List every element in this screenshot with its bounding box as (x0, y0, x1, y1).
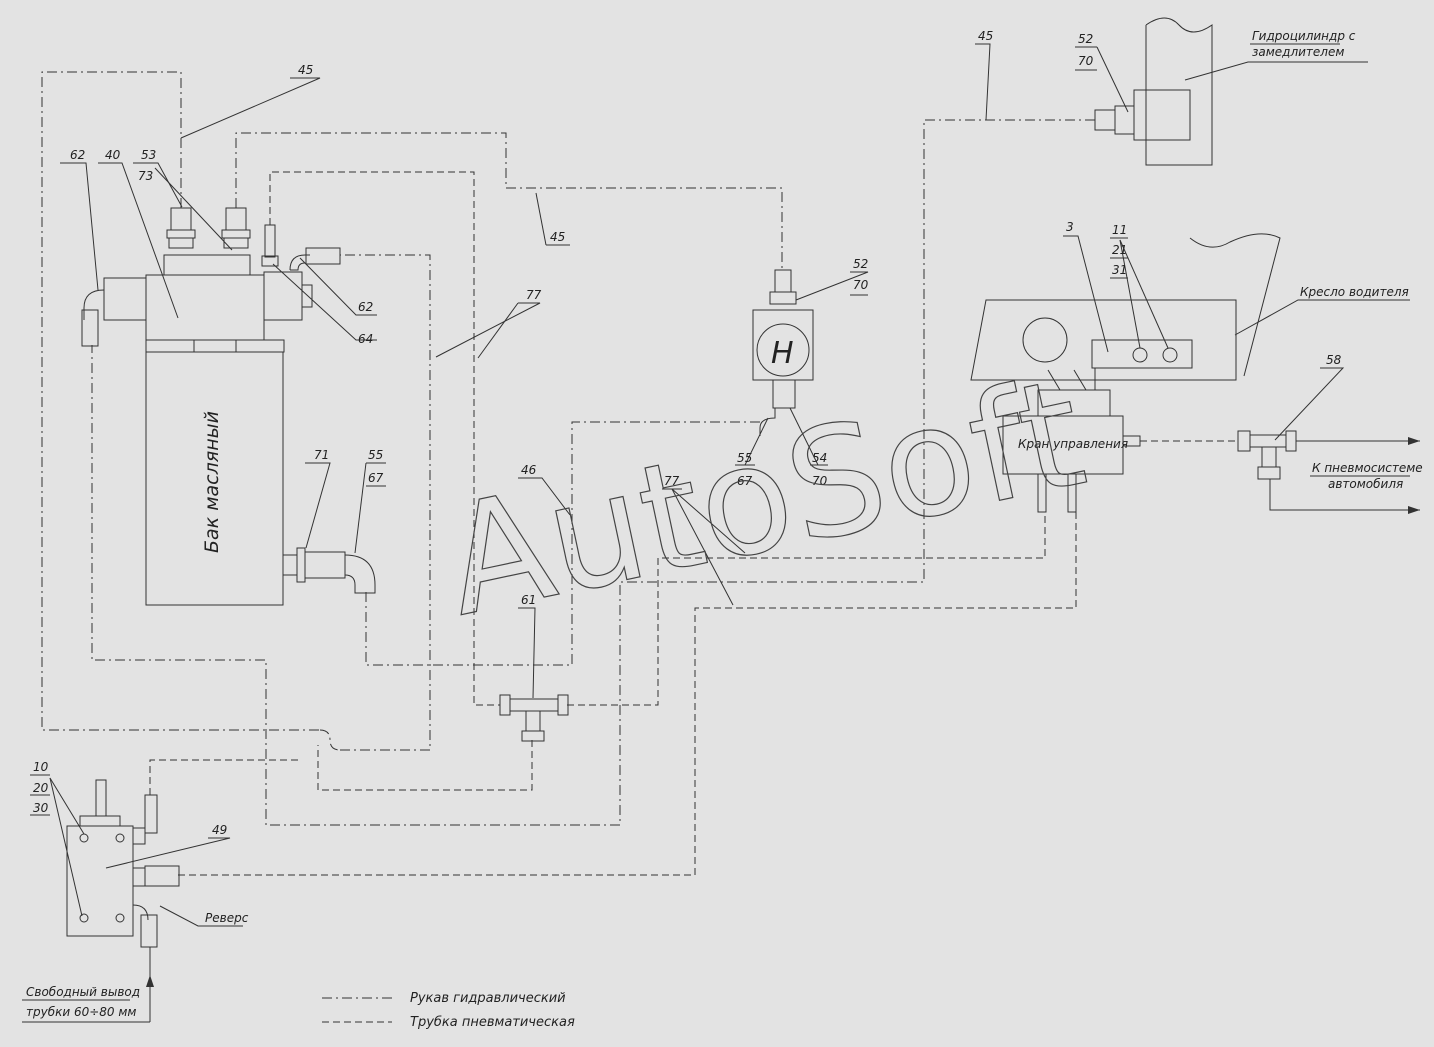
pneumatic-lines (149, 171, 1238, 876)
distributor (22, 779, 180, 1023)
callout-11: 11 (1112, 223, 1127, 237)
pump-letter: H (771, 336, 794, 371)
legend-hydraulic-label: Рукав гидравлический (410, 991, 566, 1006)
cylinder-label-1: Гидроцилиндр с (1252, 29, 1356, 43)
oil-tank: Бак масляный (81, 207, 376, 606)
callout-45-top: 45 (298, 63, 313, 77)
callout-70-54: 70 (812, 474, 828, 488)
callout-49: 49 (212, 823, 227, 837)
leader-lines (22, 43, 1410, 1001)
legend: Рукав гидравлический Трубка пневматическ… (322, 991, 575, 1030)
labels: Гидроцилиндр с замедлителем Кресло водит… (26, 29, 1423, 1019)
tank-label: Бак масляный (201, 411, 223, 553)
reverse-label: Реверс (205, 911, 249, 925)
callout-40: 40 (105, 148, 121, 162)
seat-label: Кресло водителя (1300, 285, 1409, 299)
callout-62-right: 62 (358, 300, 373, 314)
callout-71: 71 (314, 448, 329, 462)
callout-77-mid: 77 (664, 474, 680, 488)
control-valve: Кран управления (1002, 368, 1141, 513)
hydro-cylinder (1094, 17, 1213, 166)
callout-61: 61 (521, 593, 536, 607)
callout-70-cyl: 70 (1078, 54, 1094, 68)
callout-45-mid: 45 (550, 230, 565, 244)
callout-46: 46 (521, 463, 537, 477)
callout-64: 64 (358, 332, 373, 346)
callout-62-left: 62 (70, 148, 85, 162)
callout-45-right: 45 (978, 29, 993, 43)
callout-3: 3 (1066, 220, 1074, 234)
to-air-label-1: К пневмосистеме (1312, 461, 1423, 475)
callout-30: 30 (33, 801, 49, 815)
callout-55-tank: 55 (368, 448, 383, 462)
callout-70-pump: 70 (853, 278, 869, 292)
free-out-label-1: Свободный вывод (26, 985, 140, 999)
cylinder-label-2: замедлителем (1252, 45, 1344, 59)
hydraulic-lines (41, 71, 1095, 826)
callout-55-pump: 55 (737, 451, 752, 465)
legend-pneumatic-label: Трубка пневматическая (410, 1015, 575, 1030)
callout-67-tank: 67 (368, 471, 384, 485)
callout-58: 58 (1326, 353, 1342, 367)
callout-31: 31 (1112, 263, 1127, 277)
tee-58 (1237, 430, 1420, 514)
callout-73: 73 (138, 169, 153, 183)
watermark: AutoSoft (431, 346, 1097, 650)
callout-20: 20 (33, 781, 49, 795)
callout-52-cyl: 52 (1078, 32, 1093, 46)
tee-61 (499, 694, 569, 742)
callout-54: 54 (812, 451, 827, 465)
to-air-label-2: автомобиля (1328, 477, 1403, 491)
callout-21: 21 (1112, 243, 1127, 257)
free-out-label-2: трубки 60÷80 мм (26, 1005, 136, 1019)
callouts: 45 62 40 53 73 45 62 64 77 52 70 71 55 6… (33, 29, 1342, 837)
callout-10: 10 (33, 760, 49, 774)
callout-52-pump: 52 (853, 257, 868, 271)
valve-label: Кран управления (1018, 437, 1128, 451)
pump: H (752, 269, 814, 436)
callout-77-top: 77 (526, 288, 542, 302)
callout-67-pump: 67 (737, 474, 753, 488)
callout-53: 53 (141, 148, 156, 162)
